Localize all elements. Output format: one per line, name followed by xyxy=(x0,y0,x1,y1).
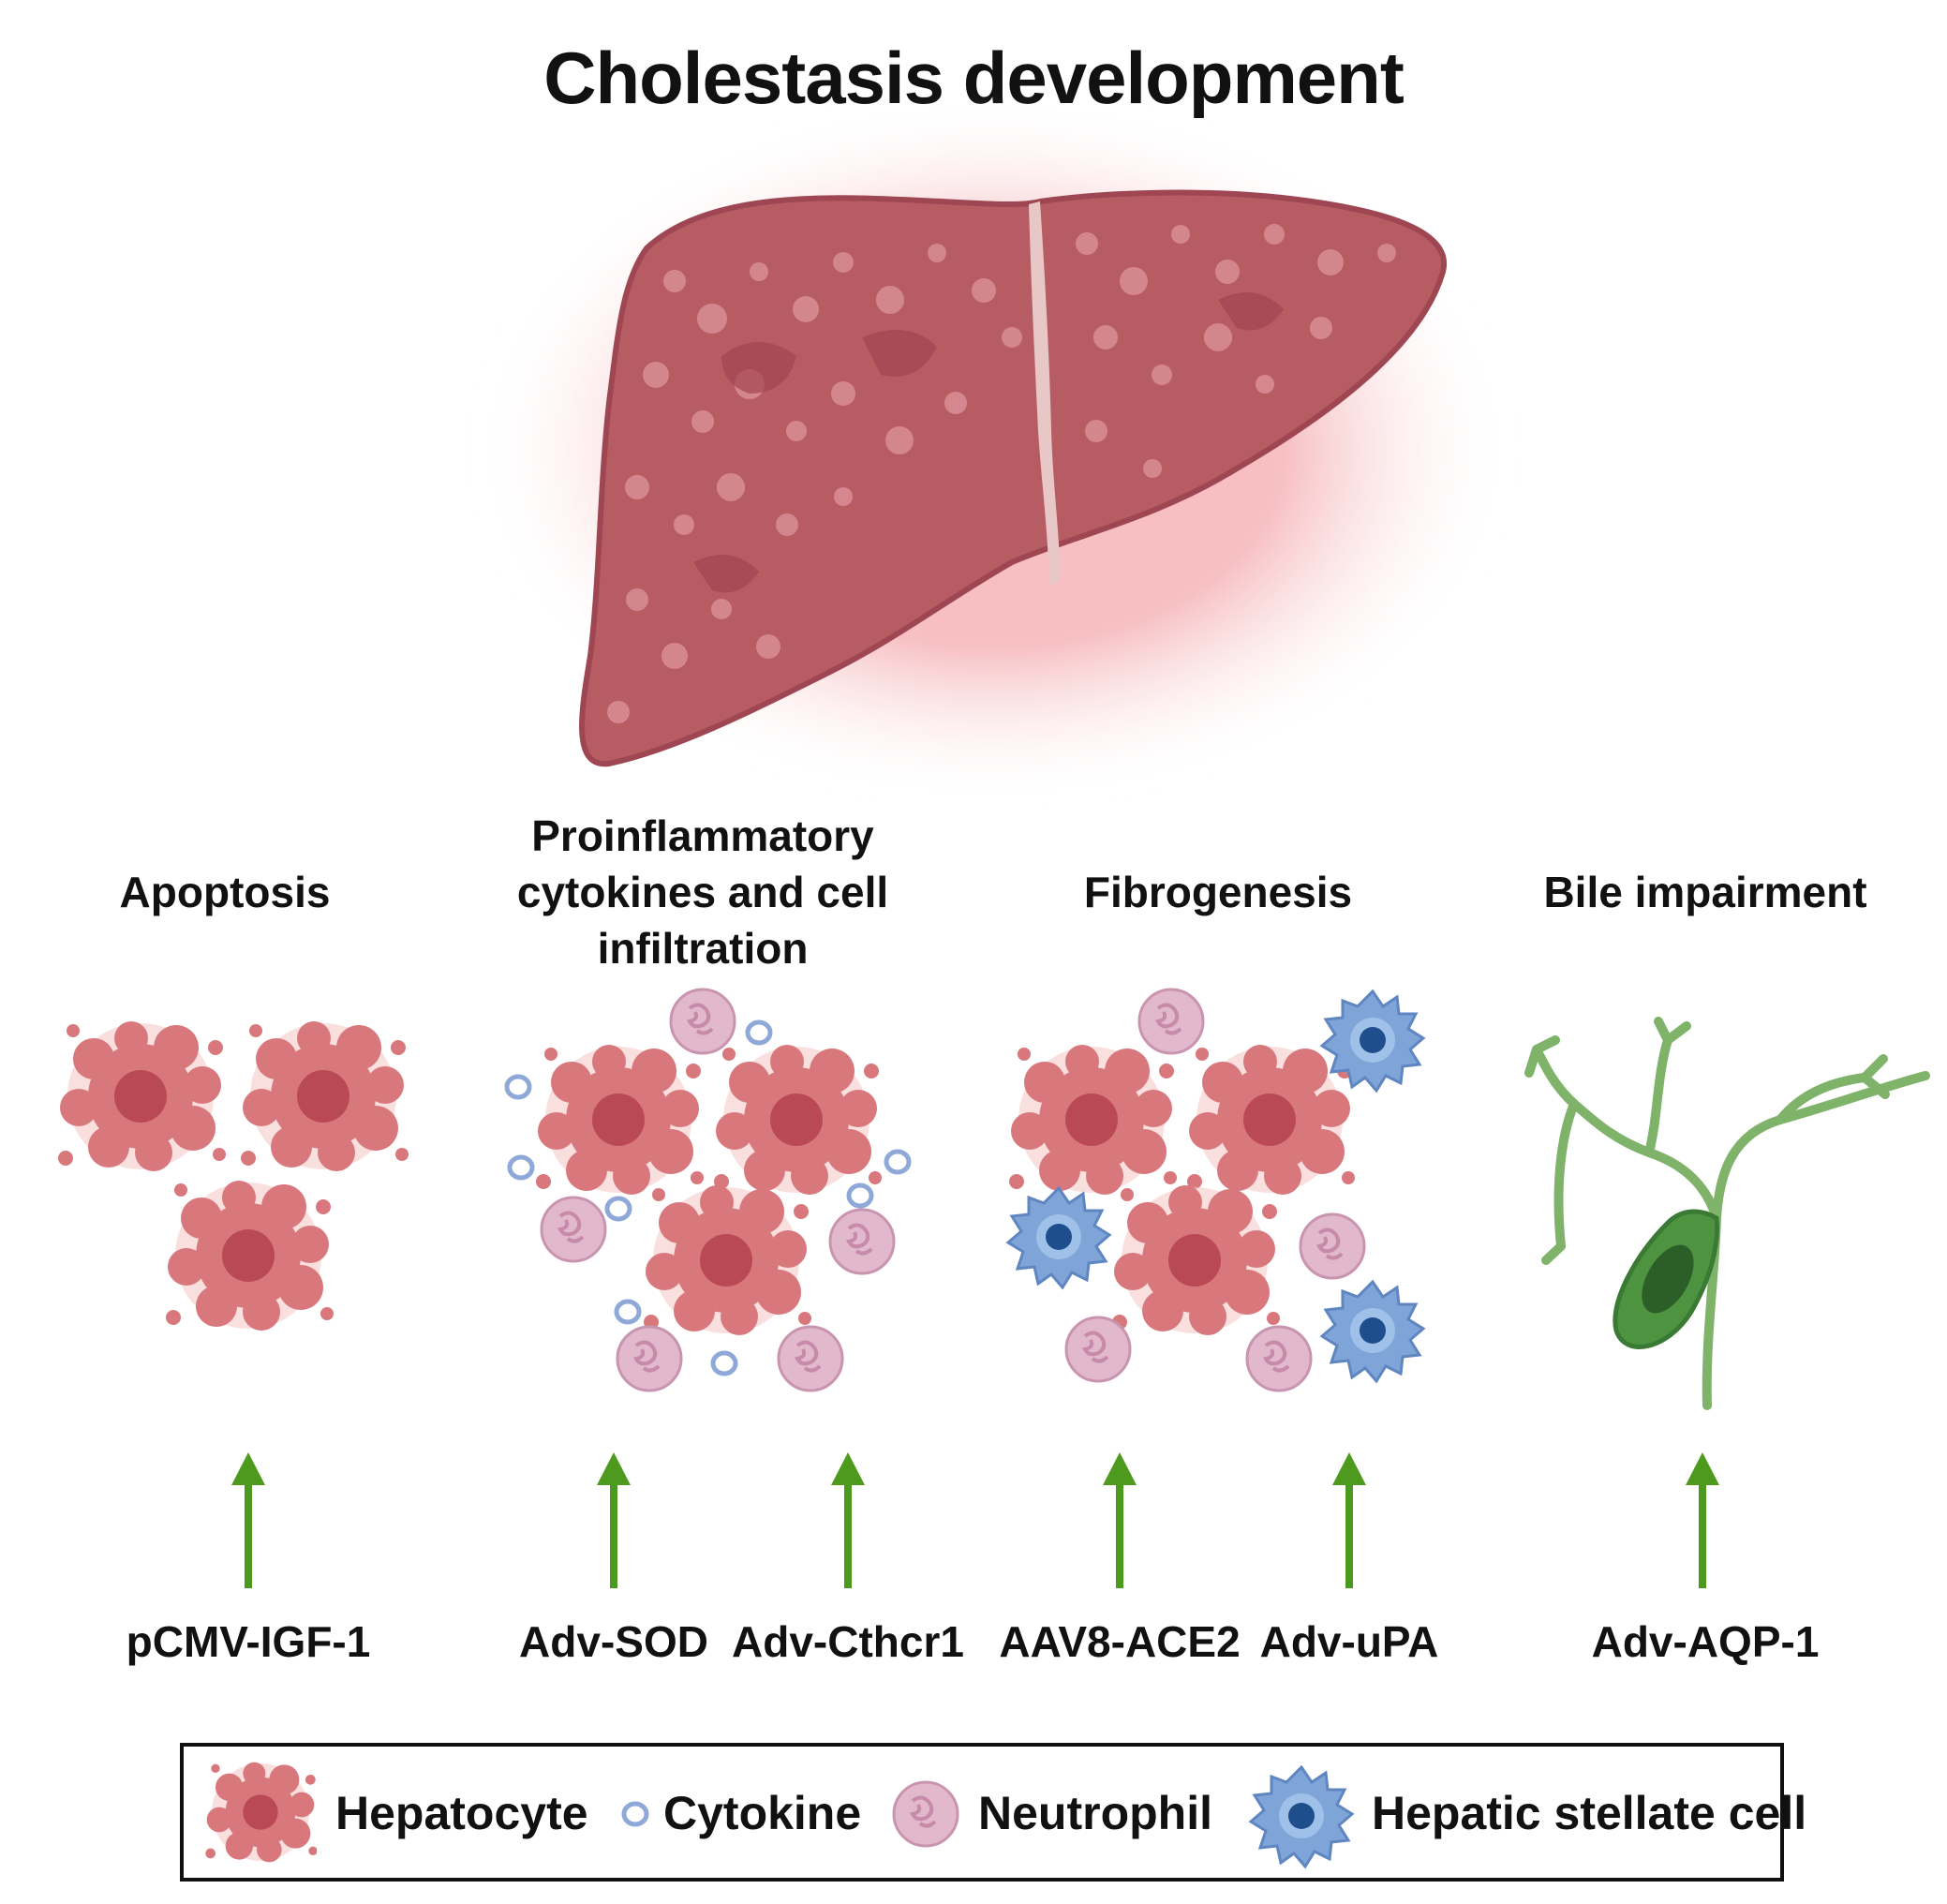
neutrophil-icon xyxy=(892,1780,959,1848)
fibrogenesis-cell-cluster xyxy=(1006,988,1425,1392)
liver-illustration xyxy=(468,94,1518,806)
legend: Hepatocyte Cytokine Neutrophil Hepatic s… xyxy=(180,1743,1806,1882)
hepatic-stellate-cell-icon xyxy=(1249,1765,1354,1868)
legend-label-neutrophil: Neutrophil xyxy=(978,1787,1212,1839)
treatment-arrows xyxy=(231,1452,1719,1588)
category-inflammation: Proinflammatory cytokines and cell infil… xyxy=(516,811,889,973)
treatment-label: Adv-Cthcr1 xyxy=(732,1617,964,1666)
category-bile-impairment: Bile impairment xyxy=(1543,868,1867,916)
legend-label-cytokine: Cytokine xyxy=(663,1787,862,1839)
category-apoptosis: Apoptosis xyxy=(119,868,331,916)
treatment-label: Adv-uPA xyxy=(1259,1617,1439,1666)
legend-label-hepatocyte: Hepatocyte xyxy=(335,1787,588,1839)
treatment-label: Adv-AQP-1 xyxy=(1591,1617,1820,1666)
gallbladder-icon xyxy=(1613,1209,1719,1349)
cytokine-icon xyxy=(617,1795,654,1833)
hepatocyte-icon xyxy=(205,1762,317,1863)
category-fibrogenesis: Fibrogenesis xyxy=(1083,868,1353,916)
legend-label-hepatic-stellate-cell: Hepatic stellate cell xyxy=(1372,1787,1807,1839)
treatment-label: Adv-SOD xyxy=(519,1617,708,1666)
inflammation-cell-cluster xyxy=(507,988,909,1392)
apoptosis-cell-cluster xyxy=(58,1021,409,1331)
treatment-label: AAV8-ACE2 xyxy=(999,1617,1241,1666)
treatment-label: pCMV-IGF-1 xyxy=(126,1617,371,1666)
bile-duct-illustration xyxy=(1524,1017,1930,1410)
